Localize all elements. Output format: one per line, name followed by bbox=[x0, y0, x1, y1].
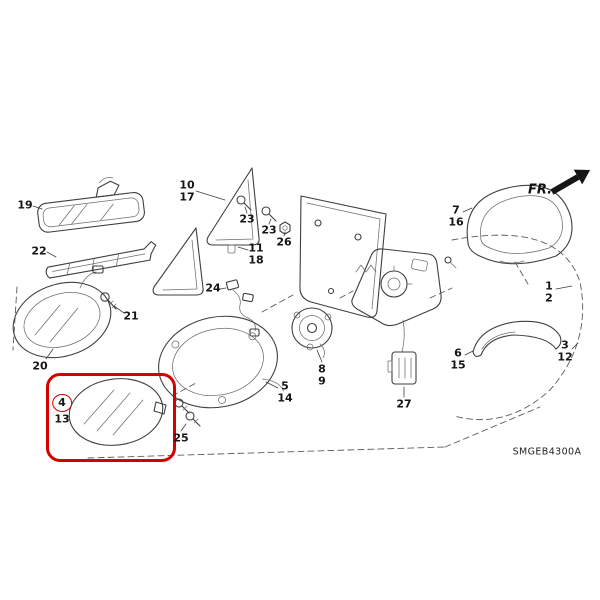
actuator-motor-drawing bbox=[291, 307, 333, 359]
corner-garnish-upper-drawing bbox=[206, 167, 260, 254]
mirror-cap-drawing bbox=[444, 184, 573, 269]
part-label-26: 26 bbox=[276, 235, 292, 249]
part-label-25: 25 bbox=[173, 431, 189, 445]
part-label-27: 27 bbox=[396, 397, 412, 411]
part-label-13: 13 bbox=[54, 412, 70, 426]
assembly-ghost-outline bbox=[451, 234, 584, 421]
part-label-19: 19 bbox=[17, 198, 33, 212]
connector-drawing bbox=[387, 351, 417, 385]
part-label-15: 15 bbox=[450, 358, 466, 372]
part-label-7: 7 bbox=[452, 203, 460, 217]
pivot-base-drawing bbox=[351, 248, 442, 353]
gasket-sheet-drawing bbox=[299, 195, 387, 318]
dashed-connector-lines bbox=[12, 261, 541, 459]
part-label-12: 12 bbox=[557, 350, 573, 364]
diagram-code: SMGEB4300A bbox=[512, 446, 582, 458]
part-label-18: 18 bbox=[248, 253, 264, 267]
part-label-6: 6 bbox=[454, 346, 462, 360]
mirror-glass-drawing bbox=[68, 378, 167, 446]
part-label-5: 5 bbox=[281, 379, 289, 393]
part-label-22: 22 bbox=[31, 244, 47, 258]
leader-lines bbox=[32, 190, 579, 432]
fr-arrow-icon bbox=[550, 169, 591, 195]
part-label-9: 9 bbox=[318, 374, 326, 388]
corner-garnish-lower-drawing bbox=[152, 227, 204, 296]
part-label-24: 24 bbox=[205, 281, 221, 295]
part-label-2: 2 bbox=[545, 291, 553, 305]
part-label-20: 20 bbox=[32, 359, 48, 373]
part-label-17: 17 bbox=[179, 190, 195, 204]
part-label-8: 8 bbox=[318, 362, 326, 376]
part-label-16: 16 bbox=[448, 215, 464, 229]
bracket-strip-drawing bbox=[45, 241, 157, 279]
part-label-23: 23 bbox=[261, 223, 277, 237]
part-label-10: 10 bbox=[179, 178, 195, 192]
fr-direction-label: FR. bbox=[527, 182, 553, 198]
mirror-assembly-drawing bbox=[12, 265, 112, 359]
rearview-mirror-drawing bbox=[37, 177, 145, 233]
part-label-4: 4 bbox=[52, 394, 72, 412]
screws-23-26-icons bbox=[236, 195, 291, 235]
part-label-14: 14 bbox=[277, 391, 293, 405]
highlight-box bbox=[46, 373, 176, 462]
part-label-21: 21 bbox=[123, 309, 139, 323]
part-label-23: 23 bbox=[239, 212, 255, 226]
lower-cover-drawing bbox=[472, 320, 562, 357]
part-label-3: 3 bbox=[561, 338, 569, 352]
part-label-11: 11 bbox=[248, 241, 264, 255]
part-label-1: 1 bbox=[545, 279, 553, 293]
